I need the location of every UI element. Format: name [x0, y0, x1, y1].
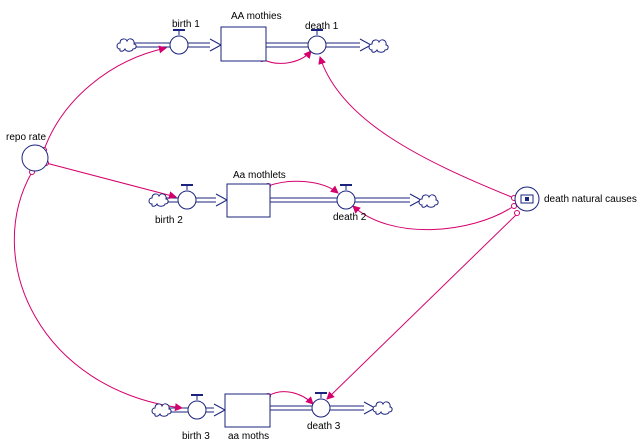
valve-icon[interactable] — [336, 184, 356, 210]
valve-icon[interactable] — [311, 392, 331, 418]
converter-death-natural-causes[interactable] — [514, 186, 540, 212]
cloud-icon — [372, 401, 393, 415]
converter-repo-rate[interactable] — [21, 144, 49, 172]
converter-label-repo-rate: repo rate — [6, 132, 46, 143]
flow-label-birth-1: birth 1 — [172, 19, 200, 30]
stock-aa-mothies[interactable] — [220, 26, 267, 62]
link-repo-rate-to-birth-3[interactable] — [13, 171, 183, 412]
stock-label-aa-mothlets: Aa mothlets — [233, 170, 286, 181]
stock-label-aa-moths: aa moths — [228, 431, 269, 442]
link-repo-rate-to-birth-1[interactable] — [43, 45, 167, 151]
valve-icon[interactable] — [177, 184, 197, 210]
flow-label-death-3: death 3 — [307, 421, 341, 432]
cloud-icon — [116, 38, 137, 52]
flow-label-birth-3: birth 3 — [182, 431, 210, 442]
stock-aa-moths[interactable] — [224, 393, 271, 428]
link-death-natural-causes-to-death-1[interactable] — [318, 56, 515, 199]
stock-label-aa-mothies: AA mothies — [231, 11, 282, 22]
link-aa-mothlets-to-death-2[interactable] — [267, 180, 339, 194]
converter-label-death-natural-causes: death natural causes — [544, 194, 637, 205]
cloud-icon — [368, 39, 389, 53]
flow-label-birth-2: birth 2 — [155, 215, 183, 226]
link-death-natural-causes-to-death-2[interactable] — [352, 205, 515, 231]
valve-icon[interactable] — [307, 29, 327, 55]
ghost-icon — [520, 194, 534, 204]
valve-icon[interactable] — [169, 29, 189, 55]
flow-label-death-2: death 2 — [333, 212, 367, 223]
link-death-natural-causes-to-death-3[interactable] — [326, 213, 518, 400]
valve-icon[interactable] — [187, 394, 207, 420]
cloud-icon — [148, 193, 169, 207]
cloud-icon — [418, 194, 439, 208]
flow-label-death-1: death 1 — [305, 21, 339, 32]
link-repo-rate-to-birth-2[interactable] — [45, 162, 177, 200]
link-aa-mothies-to-death-1[interactable] — [261, 50, 312, 64]
cloud-icon — [151, 403, 172, 417]
link-aa-moths-to-death-3[interactable] — [267, 391, 314, 405]
stock-aa-mothlets[interactable] — [226, 183, 271, 218]
